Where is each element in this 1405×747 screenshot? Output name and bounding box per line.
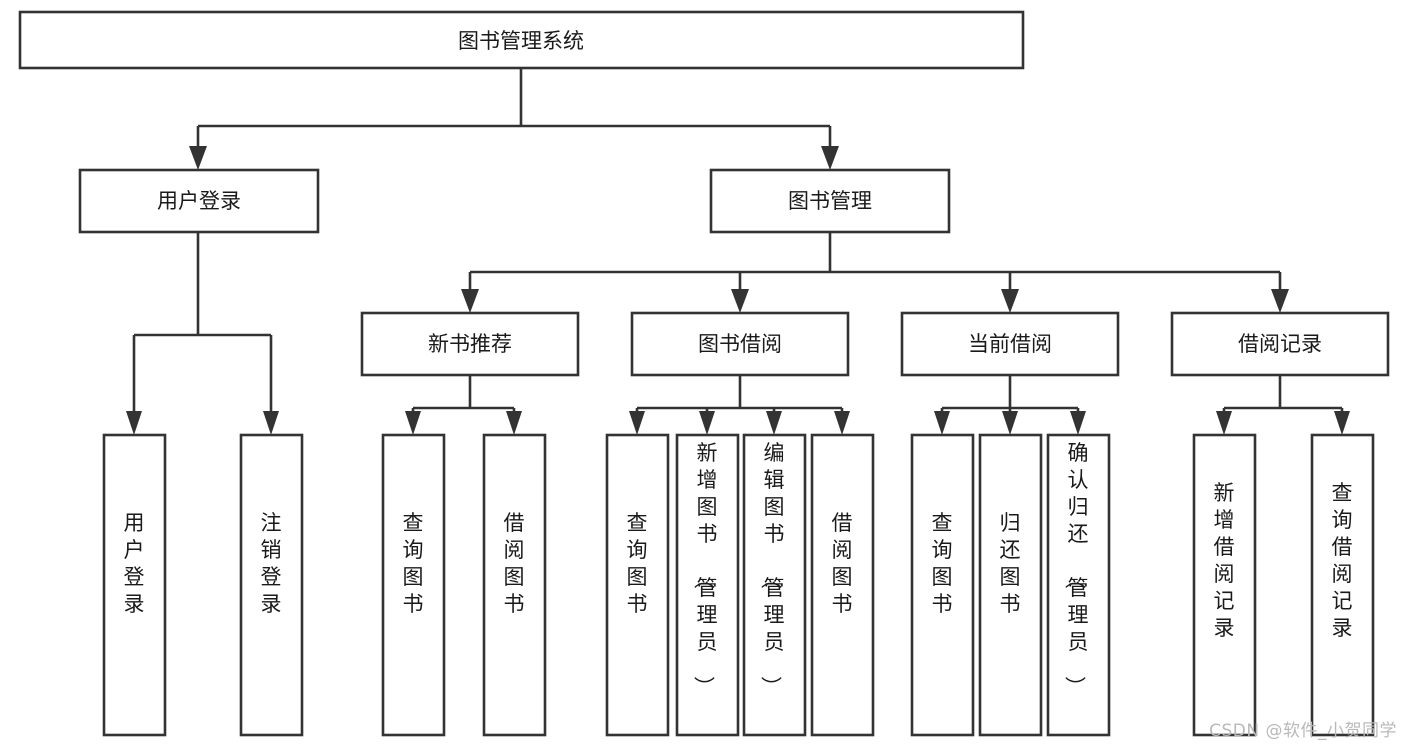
connector-group-user-login	[126, 232, 279, 435]
node-box-leaf-borrow-book-2[interactable]	[810, 433, 875, 737]
arrow-head-book-manage	[821, 146, 839, 170]
arrow-head-leaf-borrow-book-2	[834, 411, 850, 435]
node-label-leaf-add-book: 新增图书（管理员）	[692, 441, 718, 697]
node-book-manage[interactable]: 图书管理	[709, 168, 951, 234]
node-label-current-borrow: 当前借阅	[968, 332, 1052, 356]
node-label-leaf-query-book-2: 查询图书	[627, 511, 648, 616]
node-box-leaf-borrow-book-1[interactable]	[482, 433, 547, 737]
node-box-user-login[interactable]	[78, 168, 320, 234]
node-leaf-query-book-1[interactable]: 查询图书	[381, 433, 446, 737]
node-label-new-book-recommend: 新书推荐	[428, 332, 512, 356]
node-label-borrow-record: 借阅记录	[1238, 332, 1322, 356]
arrow-head-leaf-add-book	[699, 411, 715, 435]
arrow-head-new-book-recommend	[461, 289, 479, 313]
node-box-current-borrow[interactable]	[900, 311, 1120, 377]
arrow-head-borrow-record	[1271, 289, 1289, 313]
node-box-leaf-confirm-return[interactable]	[1046, 433, 1111, 737]
node-box-book-borrow[interactable]	[630, 311, 850, 377]
arrow-head-leaf-edit-book	[766, 411, 782, 435]
node-user-login[interactable]: 用户登录	[78, 168, 320, 234]
node-label-book-manage: 图书管理	[788, 189, 872, 213]
node-leaf-add-book[interactable]: 新增图书（管理员）	[675, 433, 740, 737]
node-label-leaf-borrow-book-1: 借阅图书	[504, 511, 525, 616]
node-leaf-user-login[interactable]: 用户登录	[102, 433, 167, 737]
node-borrow-record[interactable]: 借阅记录	[1170, 311, 1390, 377]
arrow-head-leaf-query-book-2	[629, 411, 645, 435]
arrow-head-leaf-user-login	[126, 411, 142, 435]
node-box-leaf-return-book[interactable]	[978, 433, 1043, 737]
node-leaf-borrow-book-2[interactable]: 借阅图书	[810, 433, 875, 737]
node-root-book-management-system[interactable]: 图书管理系统	[18, 10, 1025, 70]
arrow-head-book-borrow	[731, 289, 749, 313]
arrow-head-current-borrow	[1001, 289, 1019, 313]
connector-group-book-manage	[461, 232, 1289, 313]
node-leaf-confirm-return[interactable]: 确认归还（管理员）	[1046, 433, 1111, 737]
connector-group-root	[189, 68, 839, 170]
arrow-head-leaf-return-book	[1002, 411, 1018, 435]
arrow-head-leaf-query-book-3	[934, 411, 950, 435]
connector-group-book-borrow	[629, 375, 850, 435]
node-box-leaf-logout-login[interactable]	[239, 433, 304, 737]
node-box-leaf-user-login[interactable]	[102, 433, 167, 737]
node-label-leaf-query-record: 查询借阅记录	[1332, 481, 1353, 640]
node-box-leaf-query-book-2[interactable]	[605, 433, 670, 737]
arrow-head-user-login	[189, 146, 207, 170]
node-leaf-borrow-book-1[interactable]: 借阅图书	[482, 433, 547, 737]
node-current-borrow[interactable]: 当前借阅	[900, 311, 1120, 377]
node-label-leaf-edit-book: 编辑图书（管理员）	[759, 441, 785, 697]
node-leaf-edit-book[interactable]: 编辑图书（管理员）	[742, 433, 807, 737]
node-box-new-book-recommend[interactable]	[360, 311, 580, 377]
node-leaf-query-book-2[interactable]: 查询图书	[605, 433, 670, 737]
node-new-book-recommend[interactable]: 新书推荐	[360, 311, 580, 377]
node-label-leaf-add-record: 新增借阅记录	[1214, 481, 1235, 640]
node-label-leaf-query-book-1: 查询图书	[403, 511, 424, 616]
connector-group-new-book-recommend	[405, 375, 522, 435]
node-box-book-manage[interactable]	[709, 168, 951, 234]
node-label-user-login: 用户登录	[157, 189, 241, 213]
node-label-leaf-confirm-return: 确认归还（管理员）	[1063, 441, 1089, 697]
arrow-head-leaf-confirm-return	[1070, 411, 1086, 435]
node-box-leaf-add-record[interactable]	[1192, 433, 1257, 737]
connector-group-borrow-record	[1216, 375, 1350, 435]
node-label-leaf-return-book: 归还图书	[1000, 511, 1021, 616]
node-box-leaf-add-book[interactable]	[675, 433, 740, 737]
node-book-borrow[interactable]: 图书借阅	[630, 311, 850, 377]
arrow-head-leaf-query-book-1	[405, 411, 421, 435]
node-box-leaf-edit-book[interactable]	[742, 433, 807, 737]
node-label-leaf-logout-login: 注销登录	[261, 511, 282, 616]
arrow-head-leaf-add-record	[1216, 411, 1232, 435]
node-box-leaf-query-book-1[interactable]	[381, 433, 446, 737]
node-leaf-return-book[interactable]: 归还图书	[978, 433, 1043, 737]
node-label-root: 图书管理系统	[458, 29, 584, 53]
node-leaf-query-record[interactable]: 查询借阅记录	[1310, 433, 1375, 737]
node-label-leaf-query-book-3: 查询图书	[932, 511, 953, 616]
node-label-leaf-borrow-book-2: 借阅图书	[832, 511, 853, 616]
arrow-head-leaf-logout-login	[263, 411, 279, 435]
node-box-root[interactable]	[18, 10, 1025, 70]
node-leaf-add-record[interactable]: 新增借阅记录	[1192, 433, 1257, 737]
node-leaf-logout-login[interactable]: 注销登录	[239, 433, 304, 737]
arrow-head-leaf-borrow-book-1	[506, 411, 522, 435]
node-leaf-query-book-3[interactable]: 查询图书	[910, 433, 975, 737]
node-box-borrow-record[interactable]	[1170, 311, 1390, 377]
connector-group-current-borrow	[934, 375, 1086, 435]
node-box-leaf-query-book-3[interactable]	[910, 433, 975, 737]
arrow-head-leaf-query-record	[1334, 411, 1350, 435]
node-label-leaf-user-login: 用户登录	[124, 511, 145, 616]
node-box-leaf-query-record[interactable]	[1310, 433, 1375, 737]
node-label-book-borrow: 图书借阅	[698, 332, 782, 356]
